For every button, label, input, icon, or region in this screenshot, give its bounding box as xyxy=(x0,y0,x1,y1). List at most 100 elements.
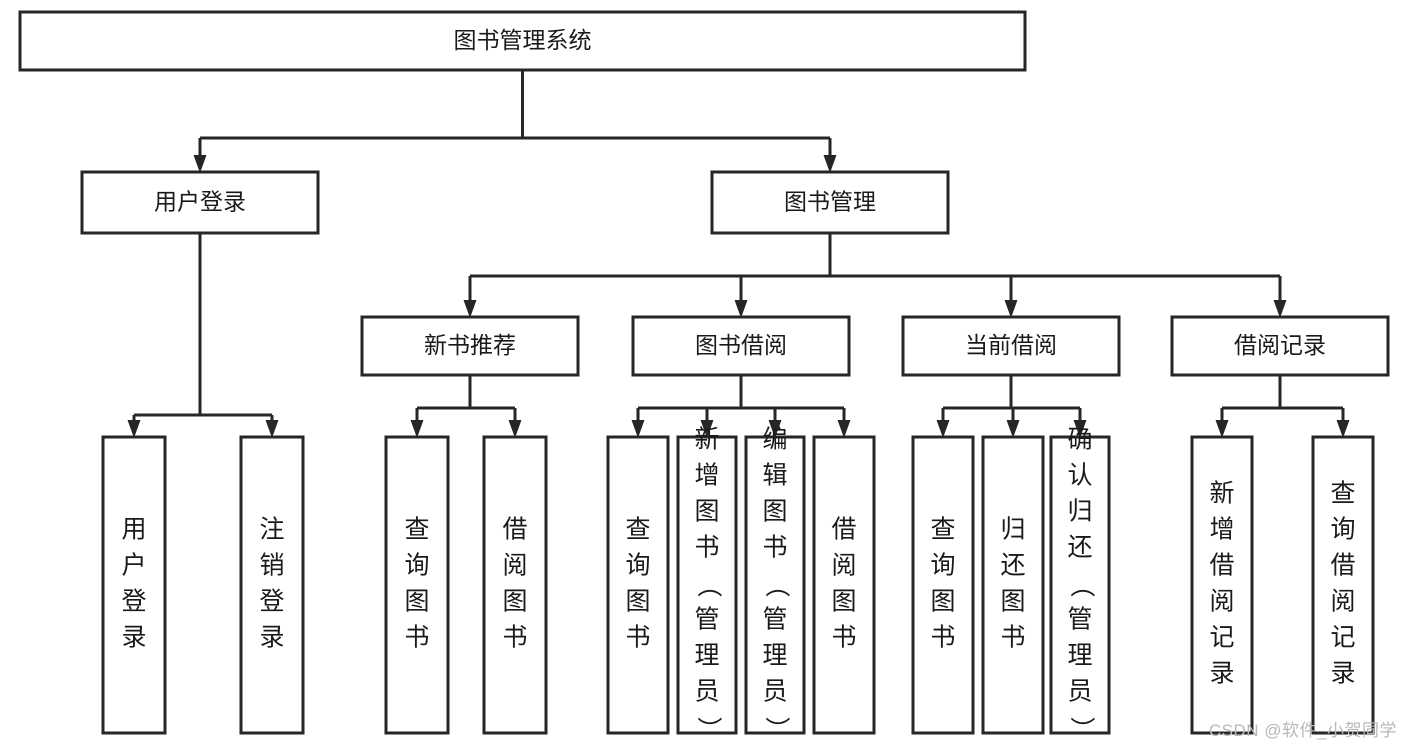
node-box xyxy=(1049,435,1111,735)
node-label-char: 阅 xyxy=(502,552,527,580)
arrow-head-icon xyxy=(1006,420,1020,438)
node-label-char: 借 xyxy=(502,516,527,544)
node-label-char: 登 xyxy=(259,588,284,616)
node-label-char: 借 xyxy=(1209,552,1234,580)
node-box xyxy=(18,10,1027,72)
node-n-new-rec[interactable]: 新书推荐 xyxy=(360,315,580,377)
node-label-char: 归 xyxy=(1067,498,1092,526)
node-label-char: 阅 xyxy=(831,552,856,580)
arrow-head-icon xyxy=(463,300,477,318)
node-label-char: 书 xyxy=(625,624,650,652)
node-label-char: 借 xyxy=(1330,552,1355,580)
node-label-char: 辑 xyxy=(762,462,787,490)
node-label-char: 理 xyxy=(762,642,787,670)
node-label-char: 新 xyxy=(694,426,719,454)
arrow-head-icon xyxy=(1004,300,1018,318)
node-label-char: 借 xyxy=(831,516,856,544)
node-label: 当前借阅 xyxy=(965,332,1057,358)
node-label-char: （ xyxy=(694,572,722,597)
node-label-char: 查 xyxy=(625,516,650,544)
node-label-char: 图 xyxy=(1000,588,1025,616)
node-box xyxy=(676,435,738,735)
arrow-head-icon xyxy=(837,420,851,438)
node-l-user-login[interactable]: 用户登录 xyxy=(101,435,167,735)
node-label-char: 管 xyxy=(694,606,719,634)
arrow-head-icon xyxy=(936,420,950,438)
node-label-char: 书 xyxy=(502,624,527,652)
node-box xyxy=(101,435,167,735)
node-label-char: 记 xyxy=(1330,624,1355,652)
node-label-char: 员 xyxy=(762,678,787,706)
node-label-char: 录 xyxy=(1209,660,1234,688)
node-label-char: 管 xyxy=(762,606,787,634)
node-box xyxy=(606,435,670,735)
node-label: 用户登录 xyxy=(121,516,146,652)
node-n-user-login[interactable]: 用户登录 xyxy=(80,170,320,235)
node-label: 图书管理系统 xyxy=(454,27,592,53)
node-label-char: 书 xyxy=(930,624,955,652)
node-label-char: 书 xyxy=(831,624,856,652)
node-n-records[interactable]: 借阅记录 xyxy=(1170,315,1390,377)
node-label-char: 录 xyxy=(1330,660,1355,688)
node-label: 用户登录 xyxy=(154,189,246,215)
node-label-char: 书 xyxy=(762,534,787,562)
arrow-head-icon xyxy=(410,420,424,438)
node-label-char: 户 xyxy=(121,552,146,580)
node-label-char: 员 xyxy=(694,678,719,706)
arrow-head-icon xyxy=(1273,300,1287,318)
node-label: 图书管理 xyxy=(784,189,876,215)
node-box xyxy=(911,435,975,735)
node-n-current[interactable]: 当前借阅 xyxy=(901,315,1121,377)
nodes-layer: 图书管理系统用户登录图书管理新书推荐图书借阅当前借阅借阅记录用户登录注销登录查询… xyxy=(18,10,1390,742)
arrow-head-icon xyxy=(700,420,714,438)
node-label-char: 图 xyxy=(404,588,429,616)
node-label-char: 销 xyxy=(259,552,284,580)
node-label-char: 阅 xyxy=(1330,588,1355,616)
node-label-char: ） xyxy=(1067,716,1095,741)
node-label-char: 书 xyxy=(1000,624,1025,652)
node-label-char: （ xyxy=(762,572,790,597)
arrow-head-icon xyxy=(1215,420,1229,438)
node-label-char: 询 xyxy=(930,552,955,580)
node-label: 图书借阅 xyxy=(695,332,787,358)
arrow-head-icon xyxy=(265,420,279,438)
node-label-char: 增 xyxy=(694,462,719,490)
node-label-char: 图 xyxy=(831,588,856,616)
node-n-borrow[interactable]: 图书借阅 xyxy=(631,315,851,377)
node-root[interactable]: 图书管理系统 xyxy=(18,10,1027,72)
node-box xyxy=(239,435,305,735)
node-label: 借阅记录 xyxy=(1234,332,1326,358)
node-box xyxy=(1170,315,1390,377)
node-label-char: ） xyxy=(762,716,790,741)
node-label-char: 询 xyxy=(1330,516,1355,544)
node-label-char: 确 xyxy=(1067,426,1092,454)
node-box xyxy=(80,170,320,235)
node-label-char: 查 xyxy=(1330,480,1355,508)
node-label-char: 图 xyxy=(502,588,527,616)
node-label-char: ） xyxy=(694,716,722,741)
node-label-char: 增 xyxy=(1209,516,1234,544)
node-n-book-mgmt[interactable]: 图书管理 xyxy=(710,170,950,235)
node-label-char: 书 xyxy=(404,624,429,652)
node-label-char: 理 xyxy=(1067,642,1092,670)
arrow-head-icon xyxy=(734,300,748,318)
